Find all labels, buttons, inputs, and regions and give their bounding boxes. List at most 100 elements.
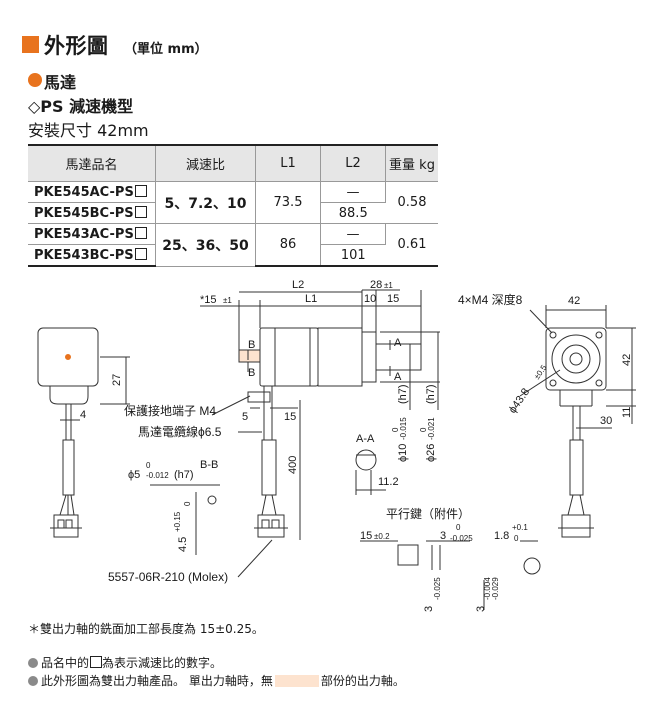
front-view-body (545, 327, 607, 391)
dim-42b: 42 (621, 354, 633, 366)
label-b-bottom: B (248, 367, 255, 379)
col-ratio: 減速比 (155, 144, 256, 182)
dim-k3-tol-b: -0.025 (450, 534, 473, 543)
dim-28: 28 (370, 279, 382, 291)
label-m4: 4×M4 深度8 (458, 292, 523, 307)
model-cell: PKE543AC-PS (28, 223, 156, 245)
weight-cell: 0.58 (385, 181, 438, 224)
bullet-icon (28, 676, 38, 686)
gearhead-body (317, 327, 363, 387)
model-cell: PKE545BC-PS (28, 202, 156, 224)
dim-phi26-tol-a: 0 (419, 427, 428, 432)
dim-k3v2-tol-b: -0.029 (491, 577, 500, 600)
dim-l2: L2 (292, 279, 304, 291)
dim-10: 10 (364, 293, 376, 305)
dim-phi26: ϕ26 (425, 444, 437, 462)
motor-body (259, 327, 319, 387)
table-row: PKE543AC-PS 25、36、50 86 — 0.61 (28, 223, 438, 267)
col-model: 馬達品名 (28, 144, 156, 182)
dim-30: 30 (600, 415, 612, 427)
dim-phi10: ϕ10 (397, 444, 409, 462)
weight-cell: 0.61 (385, 223, 438, 267)
dim-phi26-fit: (h7) (425, 384, 437, 404)
dim-45-tol2: 0 (183, 501, 192, 506)
title-marker-icon (22, 36, 39, 53)
dim-k18-tol-b: 0 (514, 534, 519, 543)
dim-k18-tol-a: +0.1 (512, 523, 528, 532)
l1-cell: 86 (255, 223, 321, 267)
dim-15: 15 (387, 293, 399, 305)
l2-cell: 88.5 (320, 202, 386, 224)
unit-label: （單位 mm） (124, 42, 208, 57)
label-connector: 5557-06R-210 (Molex) (108, 570, 228, 584)
col-l2: L2 (320, 144, 386, 182)
note-shaft: 此外形圖為雙出力軸產品。 單出力軸時，無部份的出力軸。 (28, 672, 405, 689)
note-milling: ＊雙出力軸的銑面加工部長度為 15±0.25。 (28, 622, 264, 636)
label-cable: 馬達電纜線ϕ6.5 (138, 424, 222, 439)
dim-28-tol: ±1 (384, 281, 393, 290)
note-ratio: 品名中的為表示減速比的數字。 (28, 654, 222, 671)
label-protect: 保護接地端子 M4 (124, 403, 216, 418)
l2-cell: — (320, 223, 386, 245)
label-b-top: B (248, 339, 255, 351)
l1-cell: 73.5 (255, 181, 321, 224)
col-l1: L1 (255, 144, 321, 182)
l2-cell: 101 (320, 244, 386, 267)
dim-phi10-tol-b: -0.015 (399, 417, 408, 440)
page-title: 外形圖 (44, 34, 109, 58)
l2-cell: — (320, 181, 386, 203)
section-motor: 馬達 (44, 73, 77, 92)
col-weight: 重量 kg (385, 144, 438, 182)
dim-15b: 15 (284, 411, 296, 423)
table-row: PKE545BC-PS 88.5 (28, 202, 438, 224)
label-a-bottom: A (394, 371, 402, 383)
model-cell: PKE543BC-PS (28, 244, 156, 267)
dim-star15: *15 (200, 294, 217, 306)
bullet-icon (28, 658, 38, 668)
model-cell: PKE545AC-PS (28, 181, 156, 203)
dim-k15-tol: ±0.2 (374, 532, 390, 541)
dim-400: 400 (287, 456, 299, 474)
table-row: PKE543BC-PS 101 (28, 244, 438, 267)
label-aa: A-A (356, 433, 375, 445)
dim-11-2: 11.2 (378, 476, 399, 488)
dim-4: 4 (80, 409, 86, 421)
dim-phi5-tol-a: 0 (146, 461, 151, 470)
ratio-cell: 5、7.2、10 (155, 181, 256, 224)
ratio-cell: 25、36、50 (155, 223, 256, 267)
table-row: PKE545AC-PS 5、7.2、10 73.5 — 0.58 (28, 181, 438, 224)
dim-k3v2: 3 (475, 606, 487, 612)
section-size: 安裝尺寸 42mm (28, 121, 149, 140)
dim-5: 5 (242, 411, 248, 423)
dim-l1: L1 (305, 293, 317, 305)
dim-phi43: ϕ43.8 (507, 386, 533, 415)
dim-k3-tol-a: 0 (456, 523, 461, 532)
dim-phi10-tol-a: 0 (391, 427, 400, 432)
dim-k3v2-tol-a: -0.004 (483, 577, 492, 600)
dim-45: 4.5 (177, 537, 189, 552)
rear-view-base (49, 386, 89, 405)
dim-k3: 3 (440, 530, 446, 542)
dim-42a: 42 (568, 295, 580, 307)
bullet-icon (28, 73, 42, 87)
peach-swatch (274, 675, 319, 687)
label-a-top: A (394, 337, 402, 349)
spec-table: 馬達品名 減速比 L1 L2 重量 kg PKE545AC-PS 5、7.2、1… (28, 144, 438, 267)
dim-k3v: 3 (423, 606, 435, 612)
label-bb: B-B (200, 459, 218, 471)
dim-k18: 1.8 (494, 530, 509, 542)
section-ps: ◇PS 減速機型 (28, 97, 134, 116)
dim-phi5-fit: (h7) (174, 469, 194, 481)
dim-k15: 15 (360, 530, 372, 542)
dim-45-tol: +0.15 (173, 511, 182, 532)
dim-phi26-tol-b: -0.021 (427, 417, 436, 440)
dim-11: 11 (621, 407, 633, 418)
dim-phi5: ϕ5 (128, 469, 140, 481)
label-key: 平行鍵（附件） (386, 506, 470, 521)
rear-view-body (37, 327, 99, 387)
dim-phi10-fit: (h7) (397, 384, 409, 404)
dim-27: 27 (111, 374, 123, 386)
dim-tol1: ±1 (223, 296, 232, 305)
dim-phi5-tol-b: -0.012 (146, 471, 169, 480)
